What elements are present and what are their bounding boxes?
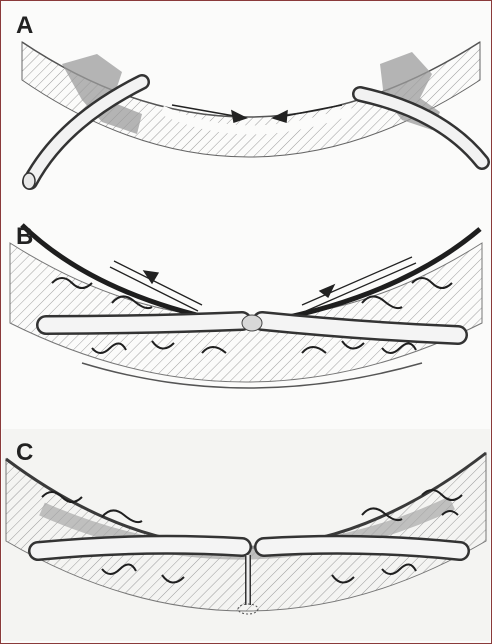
- panel-c: C: [2, 429, 490, 641]
- junction: [242, 315, 262, 331]
- panel-a-illustration: [2, 2, 490, 212]
- panel-a: A: [2, 2, 490, 212]
- panel-label-a: A: [16, 14, 33, 38]
- panel-b-illustration: [2, 213, 490, 428]
- panel-label-c: C: [16, 441, 33, 465]
- panel-label-b: B: [16, 225, 33, 249]
- panel-c-illustration: [2, 429, 490, 641]
- panel-b: B: [2, 213, 490, 428]
